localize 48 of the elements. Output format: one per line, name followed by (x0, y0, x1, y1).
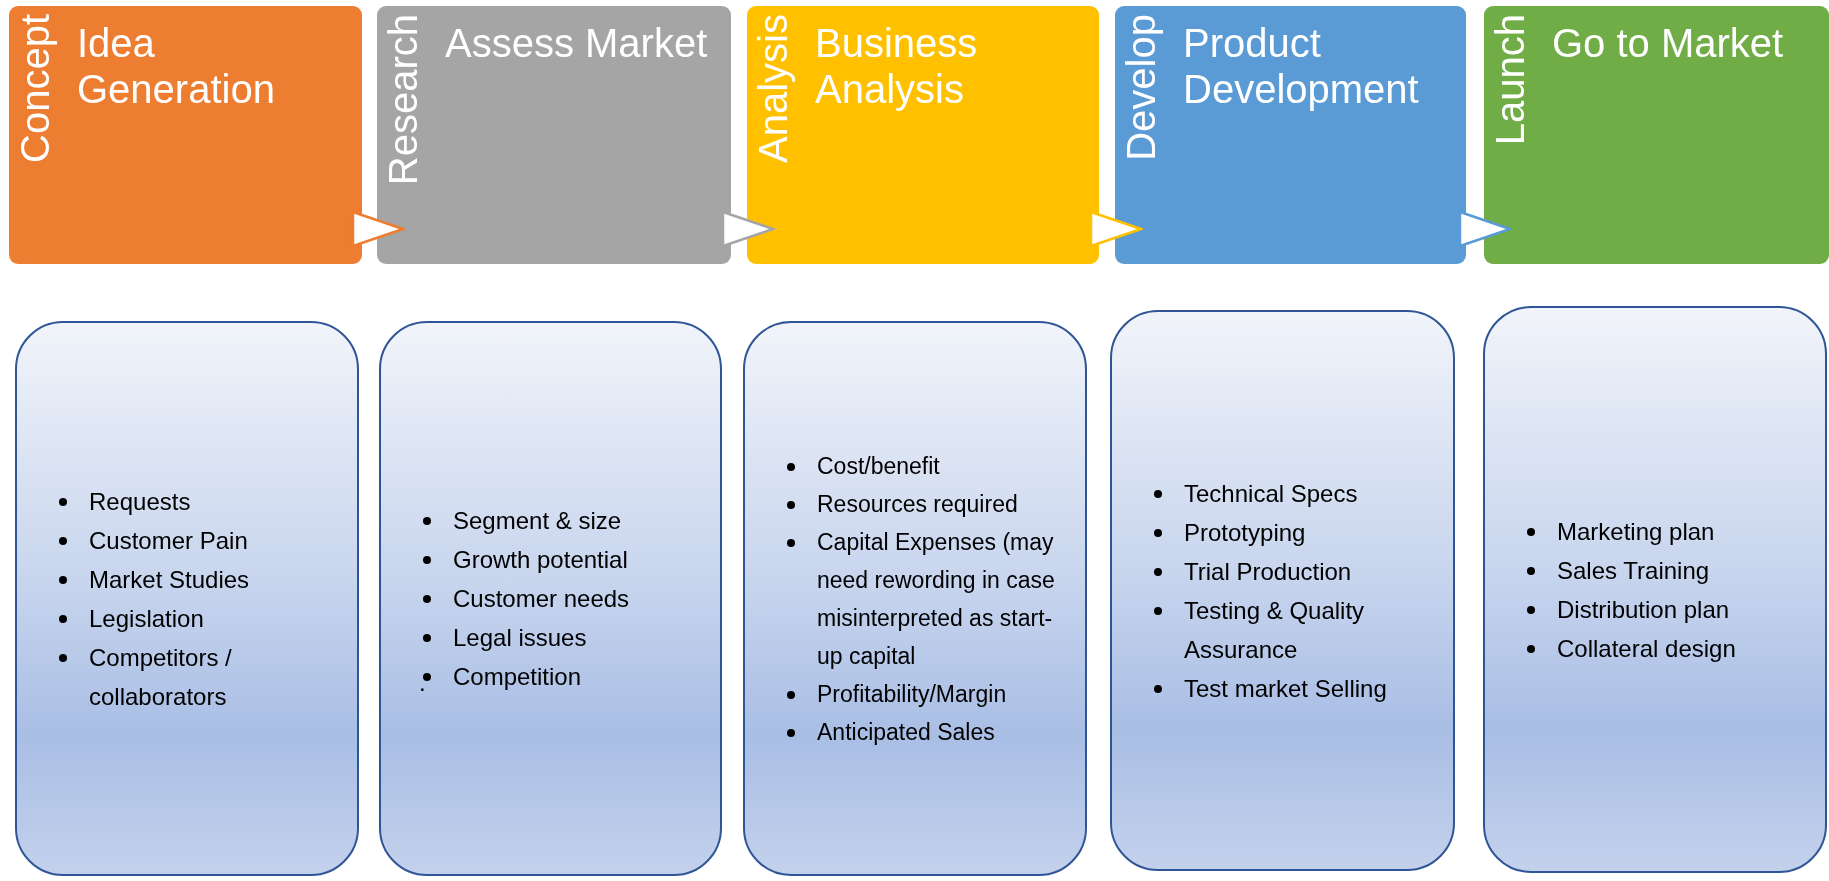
bullet-point: Growth potential (381, 540, 720, 579)
stage-title: Go to Market (1552, 20, 1785, 66)
stage-title: Idea Generation (77, 20, 276, 112)
bullet-point: Test market Selling (1112, 668, 1453, 708)
stage-box (9, 6, 362, 264)
stage-label: Research (383, 14, 423, 186)
stage-title: Product Development (1183, 20, 1420, 112)
details-box (1110, 310, 1455, 871)
bullet-point: Legislation (17, 598, 357, 638)
details-box (15, 321, 359, 876)
bullet-point: Trial Production (1112, 551, 1453, 591)
bullet-point: Segment & size (381, 501, 720, 540)
arrow (721, 210, 775, 248)
details-box (743, 321, 1087, 876)
note-text: . (419, 669, 426, 697)
bullet-point: Market Studies (17, 559, 357, 599)
bullet-point: Marketing plan (1485, 511, 1825, 551)
stage-box (1484, 6, 1829, 264)
arrow (1089, 210, 1143, 248)
bullet-point: Competitors / collaborators (17, 637, 357, 716)
stage-title: Assess Market (445, 20, 709, 66)
stage-title: Business Analysis (815, 20, 979, 112)
stage-label: Launch (1490, 14, 1530, 146)
bullet-point: Distribution plan (1485, 589, 1825, 629)
stage-label: Analysis (753, 14, 793, 163)
bullet-point: Requests (17, 481, 357, 521)
details-box (379, 321, 722, 876)
bullet-point: Sales Training (1485, 550, 1825, 590)
bullet-point: Profitability/Margin (745, 674, 1085, 713)
stage-box (377, 6, 731, 264)
details-box (1483, 306, 1827, 873)
bullet-point: Anticipated Sales (745, 712, 1085, 751)
bullet-point: Testing & Quality Assurance (1112, 590, 1453, 669)
bullet-point: Legal issues (381, 618, 720, 657)
bullet-point: Resources required (745, 484, 1085, 523)
bullet-point: Collateral design (1485, 628, 1825, 668)
bullet-point: Prototyping (1112, 512, 1453, 552)
bullet-point: Capital Expenses (may need rewording in case misinterpreted as start-up capital (745, 522, 1085, 675)
stage-label: Develop (1121, 14, 1161, 161)
stage-box (747, 6, 1099, 264)
arrow (1458, 210, 1512, 248)
arrow (351, 210, 405, 248)
bullet-point: Cost/benefit (745, 446, 1085, 485)
bullet-point: Customer Pain (17, 520, 357, 560)
stage-box (1115, 6, 1466, 264)
bullet-point: Customer needs (381, 579, 720, 618)
bullet-point: Technical Specs (1112, 473, 1453, 513)
stage-label: Concept (15, 14, 55, 163)
